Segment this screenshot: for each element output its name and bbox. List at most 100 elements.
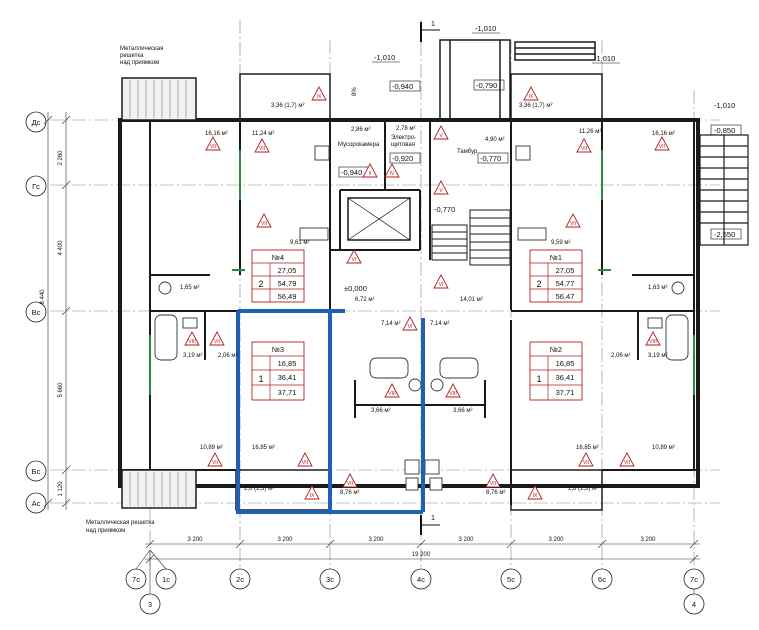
note-text: Мусорокамера <box>338 142 380 148</box>
area-label: 3,36 (1,7) м² <box>271 103 304 109</box>
apartment-full: 56,49 <box>278 292 297 301</box>
area-label: 3,36 (1,7) м² <box>519 103 552 109</box>
fire-class-label: VI <box>408 324 413 330</box>
fire-class-triangle <box>209 331 225 346</box>
axis-col-label: 7с <box>132 575 140 584</box>
area-label: 1,63 м² <box>648 285 667 291</box>
fire-class-triangle <box>304 485 320 500</box>
area-label: 11,24 м² <box>252 131 274 137</box>
note-text: 8% <box>352 87 358 96</box>
fire-class-label: VIII <box>649 339 657 345</box>
area-label: 8,76 м² <box>486 490 505 496</box>
fire-class-label: VII <box>659 144 665 150</box>
fire-class-triangle <box>578 452 594 467</box>
note-text: Тамбур <box>457 149 478 155</box>
fire-class-triangle <box>254 138 270 153</box>
apartment-rooms: 1 <box>258 374 263 384</box>
fire-class-triangle <box>565 213 581 228</box>
fire-class-label: VII <box>624 460 630 466</box>
area-label: 11,26 м² <box>579 129 601 135</box>
dim-label: 3 200 <box>187 537 203 543</box>
entrance-porch <box>439 39 596 121</box>
apartment-full: 37,71 <box>278 388 297 397</box>
fire-class-triangle <box>184 331 200 346</box>
area-label: 9,61 м² <box>290 240 309 246</box>
apartment-living: 16,85 <box>278 359 297 368</box>
fire-class-label: VIII <box>188 339 196 345</box>
dim-label: 4 400 <box>58 240 64 256</box>
axis-row-label: Вс <box>32 308 41 317</box>
section-cut-markers: 1 1 <box>420 19 440 535</box>
note-text: Электро- <box>391 135 416 141</box>
fire-class-triangle <box>527 485 543 500</box>
area-label: 3,19 м² <box>648 353 667 359</box>
horizontal-dimension-labels: 3 200 3 200 3 200 3 200 3 200 3 200 19 2… <box>187 537 656 558</box>
interior-stair <box>431 209 511 266</box>
room-areas: 3,36 (1,7) м² 3,36 (1,7) м² 16,16 м² 11,… <box>180 103 675 496</box>
note-text: щитовая <box>391 142 415 148</box>
dim-label: 1 120 <box>58 481 64 497</box>
apartment-number: №3 <box>272 345 284 354</box>
section-cut-label: 1 <box>431 513 435 522</box>
area-label: 10,89 м² <box>200 445 223 451</box>
elevator-shaft <box>347 197 411 241</box>
fire-class-label: VII <box>302 460 308 466</box>
note-text: над приямком <box>120 60 159 66</box>
fire-class-label: VII <box>490 481 496 487</box>
section-cut-label: 1 <box>431 19 435 28</box>
area-label: 4,90 м² <box>485 137 504 143</box>
area-label: 9,59 м² <box>551 240 570 246</box>
exterior-walls <box>118 118 700 488</box>
apartment-full: 37,71 <box>556 388 575 397</box>
level-mark: -0,850 <box>714 126 735 135</box>
area-label: 10,89 м² <box>652 445 675 451</box>
dim-label: 3 200 <box>368 537 384 543</box>
interior-walls <box>120 120 698 505</box>
area-label: 2,78 м² <box>396 126 415 132</box>
fire-class-triangle <box>619 452 635 467</box>
fire-class-triangle <box>654 136 670 151</box>
area-label: 7,14 м² <box>430 321 449 327</box>
apartment-table-4: №4 2 27,05 54,79 56,49 <box>251 249 305 303</box>
level-mark: -1,010 <box>594 54 615 63</box>
axis-col-label: 3с <box>326 575 334 584</box>
apartment-full: 56,47 <box>556 292 575 301</box>
fire-class-label: VIII <box>388 391 396 397</box>
fire-class-triangle <box>433 125 449 140</box>
fire-class-label: VII <box>347 481 353 487</box>
area-label: 16,16 м² <box>205 131 228 137</box>
apartment-table-2: №2 1 16,85 36,41 37,71 <box>529 341 583 401</box>
fire-class-triangle <box>205 136 221 151</box>
grate-hatching <box>129 80 187 506</box>
fire-class-triangle <box>576 138 592 153</box>
area-label: 2,06 м² <box>611 353 630 359</box>
fire-class-label: IX <box>533 493 538 499</box>
fire-class-triangle <box>384 163 400 178</box>
section-mark-label: 4 <box>692 600 696 609</box>
note-text: над приямком <box>86 528 125 534</box>
fire-class-label: IX <box>310 493 315 499</box>
area-label: 6,72 м² <box>355 297 374 303</box>
axis-col-label: 1с <box>162 575 170 584</box>
level-mark: -0,940 <box>341 168 362 177</box>
apartment-rooms: 2 <box>536 279 541 289</box>
axis-row-label: Дс <box>32 118 41 127</box>
fire-class-triangle <box>433 274 449 289</box>
level-mark: -1,010 <box>475 24 496 33</box>
apartment-table-1: №1 2 27,05 54,77 56,47 <box>529 249 583 303</box>
fire-class-triangle <box>485 473 501 488</box>
fire-class-label: VII <box>259 146 265 152</box>
fire-class-label: VII <box>214 339 220 345</box>
apartment-living: 27,05 <box>556 266 575 275</box>
level-mark: -0,920 <box>392 154 413 163</box>
dim-label: 2 260 <box>58 150 64 166</box>
fire-class-label: VII <box>210 144 216 150</box>
area-label: 1,65 м² <box>180 285 199 291</box>
fire-class-triangle <box>297 452 313 467</box>
axis-row-label: Бс <box>32 467 41 476</box>
axis-col-label: 7с <box>690 575 698 584</box>
level-marks: -1,010 -1,010 -1,010 -0,940 -0,790 -1,01… <box>338 24 742 293</box>
highlight-outline <box>236 309 425 514</box>
apartment-rooms: 1 <box>536 374 541 384</box>
